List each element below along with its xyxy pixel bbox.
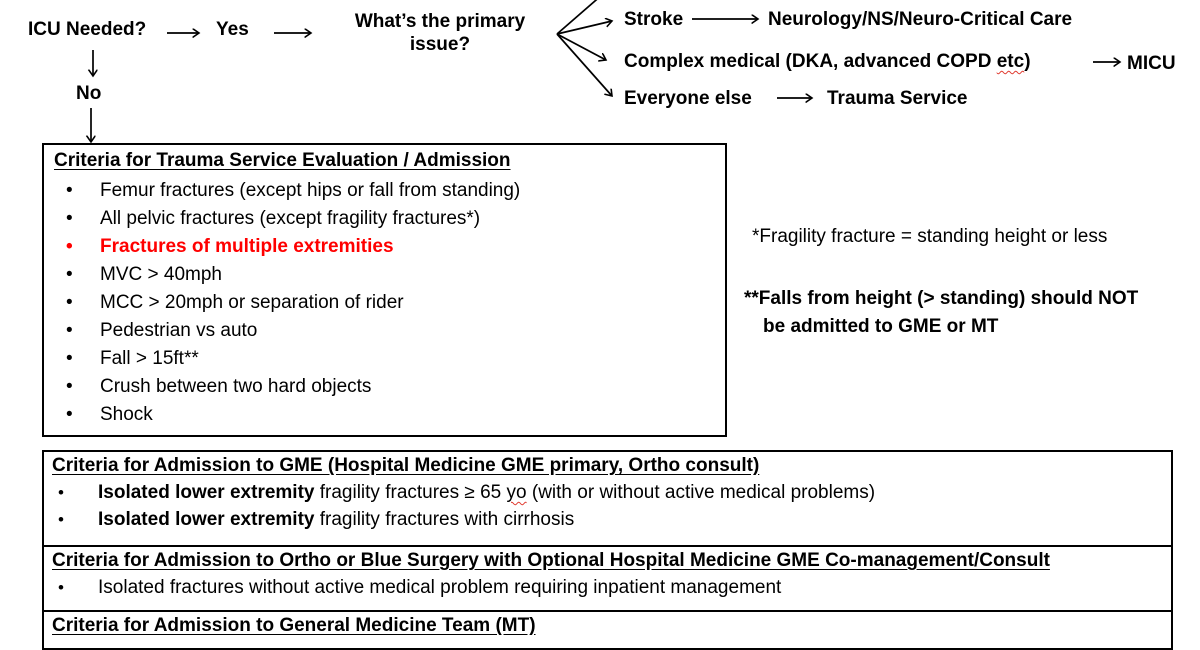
branch-complex-suffix: ) <box>1024 51 1031 72</box>
list-item: Isolated lower extremity fragility fract… <box>44 479 1171 506</box>
list-item: MCC > 20mph or separation of rider <box>44 289 725 317</box>
branch-everyone-label: Everyone else <box>624 88 752 109</box>
no-label: No <box>76 83 102 104</box>
falls-footnote: **Falls from height (> standing) should … <box>744 285 1138 341</box>
flowchart-slide: { "colors": { "highlight_red": "#ff0000"… <box>0 0 1200 630</box>
fragility-footnote: *Fragility fracture = standing height or… <box>752 226 1108 247</box>
admission-criteria-section: Criteria for Admission to GME (Hospital … <box>42 450 1173 650</box>
branch-complex-text: Complex medical (DKA, advanced COPD <box>624 51 997 72</box>
bullet-text: fragility fractures ≥ 65 <box>314 482 507 503</box>
spellcheck-word: yo <box>506 482 527 503</box>
primary-issue-question: What’s the primary issue? <box>354 11 526 55</box>
branch-everyone-destination: Trauma Service <box>827 88 968 109</box>
list-item: Femur fractures (except hips or fall fro… <box>44 177 725 205</box>
spellcheck-word: etc <box>996 51 1025 72</box>
branch-complex-label: Complex medical (DKA, advanced COPD etc) <box>624 51 1031 73</box>
fan-line-everyone <box>556 33 612 96</box>
trauma-box-title: Criteria for Trauma Service Evaluation /… <box>54 150 511 171</box>
fan-line-complex <box>556 33 606 60</box>
list-item: Fall > 15ft** <box>44 345 725 373</box>
list-item: Pedestrian vs auto <box>44 317 725 345</box>
fan-line-cutoff <box>556 0 598 35</box>
branch-stroke-destination: Neurology/NS/Neuro-Critical Care <box>768 9 1073 30</box>
ortho-box-title: Criteria for Admission to Ortho or Blue … <box>52 550 1050 571</box>
bullet-text: fragility fractures with cirrhosis <box>314 509 575 530</box>
bullet-bold-lead: Isolated lower extremity <box>98 482 315 503</box>
yes-label: Yes <box>216 19 249 40</box>
list-item-highlighted: Fractures of multiple extremities <box>44 233 725 261</box>
ortho-admission-box: Criteria for Admission to Ortho or Blue … <box>42 545 1173 612</box>
ortho-criteria-list: Isolated fractures without active medica… <box>44 574 1171 601</box>
bullet-bold-lead: Isolated lower extremity <box>98 509 315 530</box>
gme-box-title: Criteria for Admission to GME (Hospital … <box>52 455 760 476</box>
trauma-criteria-box: Criteria for Trauma Service Evaluation /… <box>42 143 727 437</box>
list-item: MVC > 40mph <box>44 261 725 289</box>
icu-question-label: ICU Needed? <box>28 19 147 40</box>
falls-footnote-line1: **Falls from height (> standing) should … <box>744 288 1139 309</box>
flow-arrows <box>0 0 1200 150</box>
list-item: All pelvic fractures (except fragility f… <box>44 205 725 233</box>
mt-admission-box: Criteria for Admission to General Medici… <box>42 610 1173 650</box>
list-item: Shock <box>44 401 725 429</box>
branch-complex-destination: MICU <box>1127 53 1176 74</box>
gme-criteria-list: Isolated lower extremity fragility fract… <box>44 479 1171 533</box>
list-item: Crush between two hard objects <box>44 373 725 401</box>
falls-footnote-line2: be admitted to GME or MT <box>763 316 999 337</box>
fan-line-stroke <box>556 21 612 35</box>
trauma-criteria-list: Femur fractures (except hips or fall fro… <box>44 177 725 429</box>
bullet-text: (with or without active medical problems… <box>526 482 876 503</box>
list-item: Isolated lower extremity fragility fract… <box>44 506 1171 533</box>
gme-admission-box: Criteria for Admission to GME (Hospital … <box>42 450 1173 547</box>
mt-box-title: Criteria for Admission to General Medici… <box>52 615 536 636</box>
list-item: Isolated fractures without active medica… <box>44 574 1171 601</box>
branch-stroke-label: Stroke <box>624 9 684 30</box>
